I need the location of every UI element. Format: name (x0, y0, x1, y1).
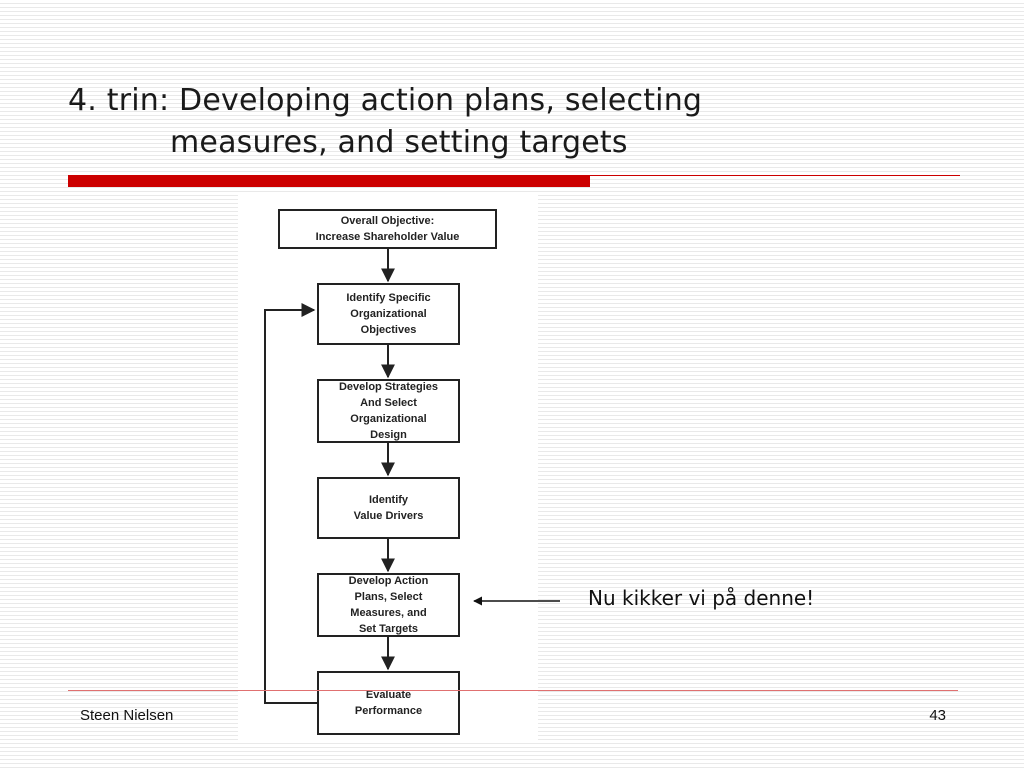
callout-arrow (473, 596, 560, 606)
slide-title: 4. trin: Developing action plans, select… (68, 80, 968, 164)
box-evaluate-performance: Evaluate Performance (317, 671, 460, 735)
box-identify-value-drivers: Identify Value Drivers (317, 477, 460, 539)
box-develop-strategies: Develop Strategies And Select Organizati… (317, 379, 460, 443)
feedback-loop-arrow (264, 303, 318, 704)
footer-author: Steen Nielsen (80, 707, 174, 724)
title-line-1: 4. trin: Developing action plans, select… (68, 83, 703, 118)
title-underline-thin (590, 175, 960, 176)
title-line-2: measures, and setting targets (170, 125, 628, 160)
box-overall-objective: Overall Objective: Increase Shareholder … (278, 209, 497, 249)
callout-text: Nu kikker vi på denne! (588, 586, 815, 610)
box-identify-objectives: Identify Specific Organizational Objecti… (317, 283, 460, 345)
footer-divider (68, 690, 958, 691)
flowchart-panel: Overall Objective: Increase Shareholder … (238, 193, 538, 743)
page-number: 43 (929, 707, 946, 724)
title-underline-thick (68, 175, 590, 187)
flowchart-connectors (264, 249, 395, 704)
box-develop-action-plans: Develop Action Plans, Select Measures, a… (317, 573, 460, 637)
